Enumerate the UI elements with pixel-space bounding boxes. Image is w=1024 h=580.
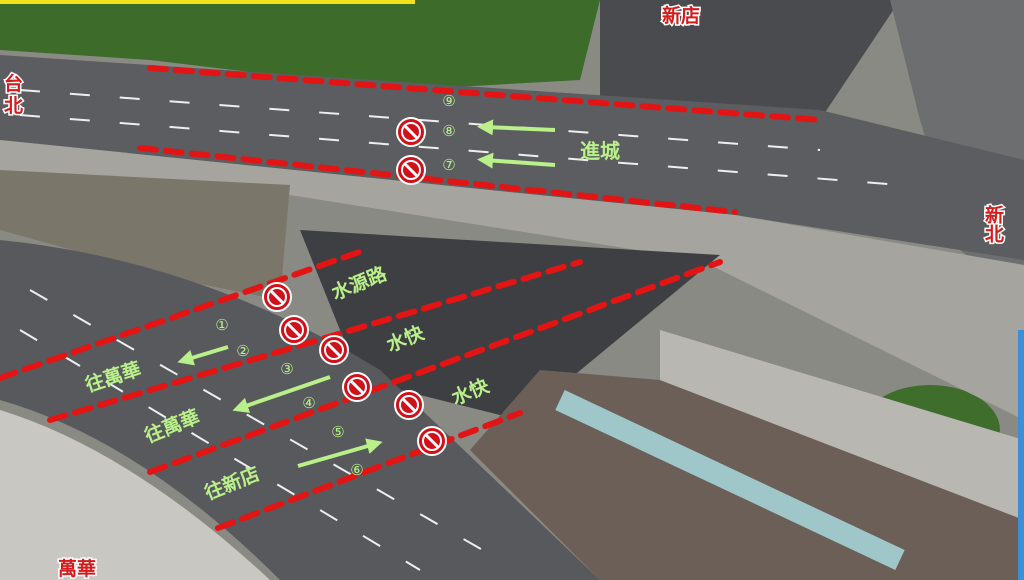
lane-number-1: ① — [215, 316, 228, 334]
place-label-new-taipei: 新北 — [982, 204, 1004, 243]
no-entry-icon — [395, 116, 427, 148]
station-skylight — [555, 390, 905, 570]
no-entry-icon — [416, 425, 448, 457]
no-entry-icon — [395, 154, 427, 186]
arrow-icon — [177, 345, 229, 366]
construction-area — [0, 170, 290, 300]
closure-line — [47, 259, 583, 423]
lane-number-5: ⑤ — [331, 423, 344, 441]
building-roof — [660, 330, 1024, 520]
closure-line — [147, 259, 723, 475]
no-entry-icon — [278, 314, 310, 346]
overpass-structure — [0, 140, 1024, 420]
closure-lines — [0, 65, 823, 531]
expressway-ramp — [300, 230, 720, 420]
pedestrian-bridge — [0, 410, 270, 580]
closure-line — [147, 65, 823, 123]
place-label-xindian: 新店 — [662, 4, 700, 27]
lane-number-8: ⑧ — [442, 122, 455, 140]
arrow-icon — [477, 152, 556, 169]
no-entry-icon — [393, 389, 425, 421]
lane-number-6: ⑥ — [350, 461, 363, 479]
closure-line — [215, 410, 523, 531]
lane-numbers: ① ② ③ ④ ⑤ ⑥ ⑦ ⑧ ⑨ — [215, 92, 455, 479]
top-accent-bar — [0, 0, 415, 4]
lane-number-9: ⑨ — [442, 92, 455, 110]
lane-number-2: ② — [236, 342, 249, 360]
arrow-icon — [232, 375, 331, 413]
no-entry-icon — [261, 281, 293, 313]
road-top — [0, 55, 1024, 260]
place-label-taipei: 台 北 — [4, 72, 30, 117]
place-label-wanhua: 萬華 — [58, 557, 96, 580]
right-accent-bar — [1018, 330, 1024, 580]
traffic-arrows — [177, 119, 556, 468]
closure-line — [137, 145, 738, 215]
lane-number-7: ⑦ — [442, 156, 455, 174]
trees — [0, 0, 600, 90]
no-entry-icon — [318, 334, 350, 366]
arrow-icon — [297, 438, 383, 468]
label-into-city: 進城 — [580, 139, 620, 163]
lane-number-3: ③ — [280, 360, 293, 378]
road-xindian — [600, 0, 900, 120]
arrow-icon — [477, 119, 556, 136]
closure-line — [0, 247, 368, 381]
no-entry-icon — [341, 371, 373, 403]
lane-number-4: ④ — [302, 394, 315, 412]
